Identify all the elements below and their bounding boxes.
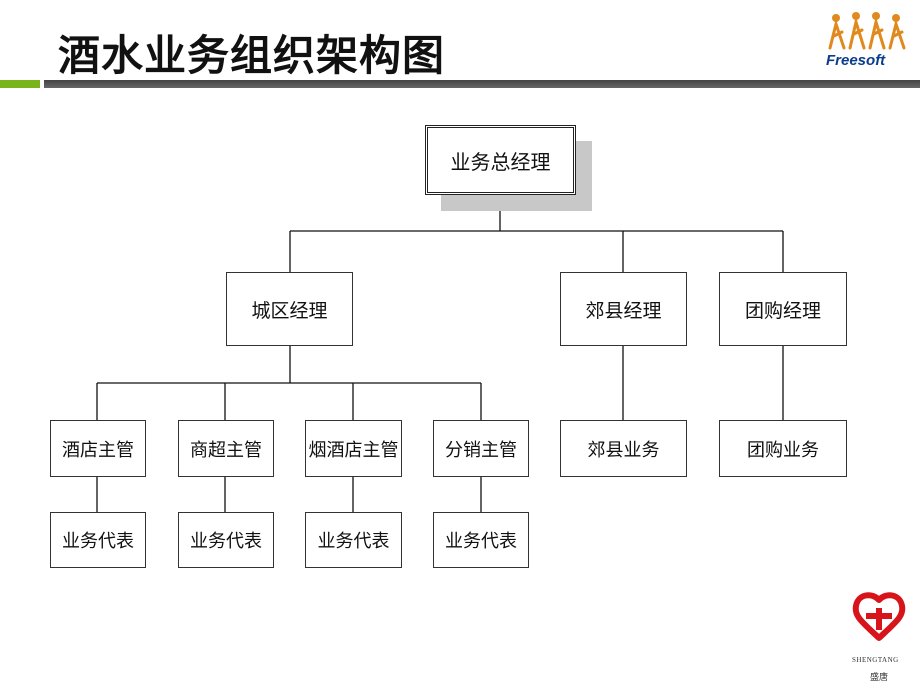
node-distribution-supervisor: 分销主管	[433, 420, 529, 477]
node-general-manager: 业务总经理	[425, 125, 576, 195]
node-group-purchase-staff: 团购业务	[719, 420, 847, 477]
node-sales-rep: 业务代表	[433, 512, 529, 568]
page-title: 酒水业务组织架构图	[58, 31, 446, 80]
unicom-logo-caption-en: SHENGTANG	[852, 656, 899, 664]
title-rule	[44, 80, 920, 88]
node-supermarket-supervisor: 商超主管	[178, 420, 274, 477]
node-sales-rep: 业务代表	[178, 512, 274, 568]
node-sales-rep: 业务代表	[305, 512, 402, 568]
node-county-manager: 郊县经理	[560, 272, 687, 346]
node-tobacco-liquor-supervisor: 烟酒店主管	[305, 420, 402, 477]
unicom-logo: SHENGTANG 盛唐	[846, 590, 916, 690]
unicom-logo-caption-cn: 盛唐	[870, 673, 889, 683]
title-rule-accent	[0, 80, 40, 88]
node-sales-rep: 业务代表	[50, 512, 146, 568]
node-hotel-supervisor: 酒店主管	[50, 420, 146, 477]
freesoft-figures-icon	[828, 12, 906, 50]
node-group-purchase-manager: 团购经理	[719, 272, 847, 346]
freesoft-logo-text: Freesoft	[826, 52, 886, 69]
freesoft-logo: Freesoft	[820, 10, 910, 74]
node-urban-manager: 城区经理	[226, 272, 353, 346]
node-county-staff: 郊县业务	[560, 420, 687, 477]
unicom-knot-icon	[852, 592, 906, 641]
